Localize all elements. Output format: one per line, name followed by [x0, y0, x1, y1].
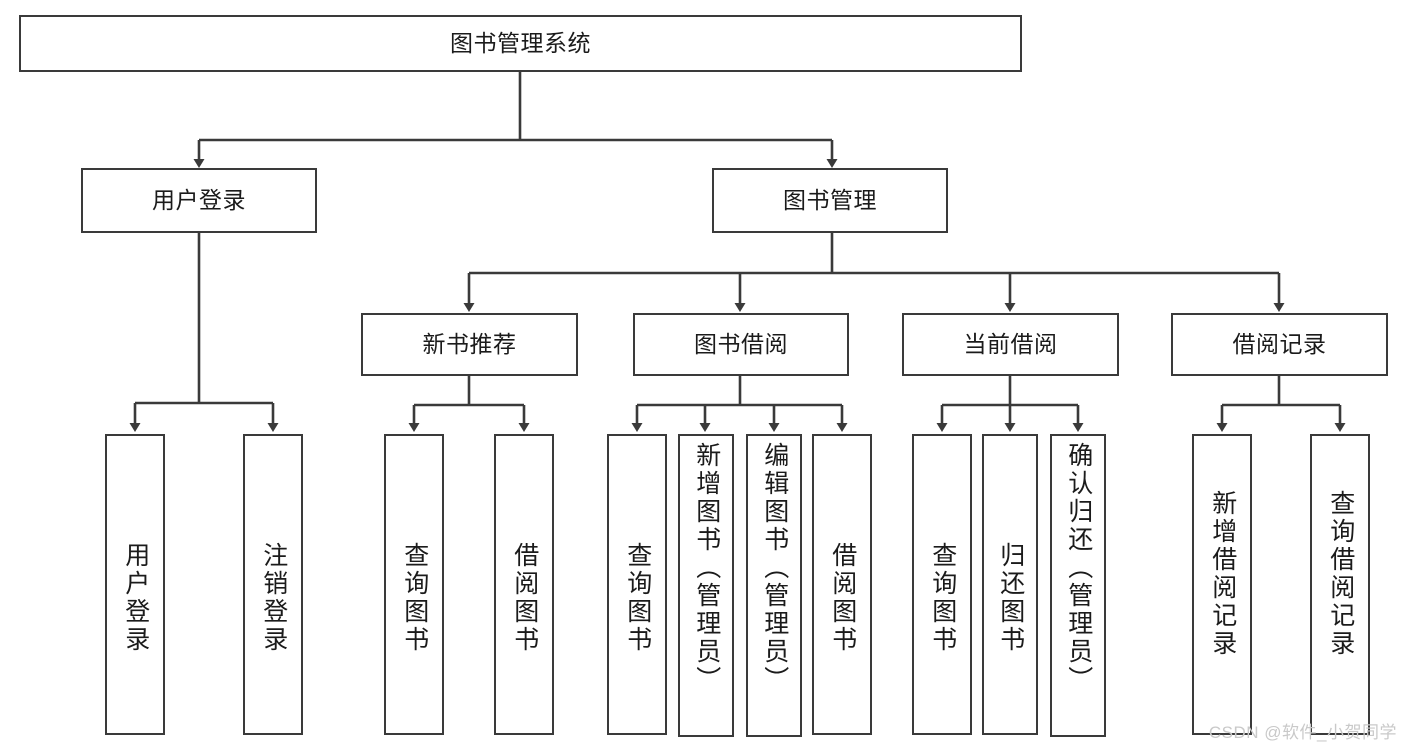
leaf-current-borrow-query[interactable]: 查询图书	[912, 434, 972, 735]
leaf-book-borrow-borrow-label: 借阅图书	[828, 542, 857, 654]
node-root-label: 图书管理系统	[450, 29, 591, 56]
leaf-user-login-logout-label: 注销登录	[259, 542, 288, 654]
leaf-book-borrow-edit-label: 编辑图书（管理员）	[760, 442, 789, 694]
leaf-book-borrow-add[interactable]: 新增图书（管理员）	[678, 434, 734, 737]
leaf-book-borrow-edit[interactable]: 编辑图书（管理员）	[746, 434, 802, 737]
leaf-book-borrow-query[interactable]: 查询图书	[607, 434, 667, 735]
leaf-new-book-query[interactable]: 查询图书	[384, 434, 444, 735]
leaf-borrow-record-query-label: 查询借阅记录	[1326, 490, 1355, 658]
leaf-borrow-record-add[interactable]: 新增借阅记录	[1192, 434, 1252, 735]
leaf-new-book-borrow[interactable]: 借阅图书	[494, 434, 554, 735]
node-borrow-record[interactable]: 借阅记录	[1171, 313, 1388, 376]
node-user-login-label: 用户登录	[152, 186, 246, 213]
leaf-current-borrow-query-label: 查询图书	[928, 542, 957, 654]
node-new-book-recommend[interactable]: 新书推荐	[361, 313, 578, 376]
leaf-new-book-borrow-label: 借阅图书	[510, 542, 539, 654]
leaf-new-book-query-label: 查询图书	[400, 542, 429, 654]
node-current-borrow-label: 当前借阅	[963, 330, 1058, 357]
node-book-borrow[interactable]: 图书借阅	[633, 313, 849, 376]
leaf-book-borrow-query-label: 查询图书	[623, 542, 652, 654]
node-book-management-label: 图书管理	[783, 186, 877, 213]
leaf-current-borrow-confirm-label: 确认归还（管理员）	[1064, 442, 1093, 694]
leaf-book-borrow-borrow[interactable]: 借阅图书	[812, 434, 872, 735]
node-book-management[interactable]: 图书管理	[712, 168, 948, 233]
node-root[interactable]: 图书管理系统	[19, 15, 1022, 72]
node-borrow-record-label: 借阅记录	[1232, 330, 1327, 357]
leaf-borrow-record-query[interactable]: 查询借阅记录	[1310, 434, 1370, 735]
leaf-current-borrow-confirm[interactable]: 确认归还（管理员）	[1050, 434, 1106, 737]
node-book-borrow-label: 图书借阅	[694, 330, 788, 357]
node-user-login[interactable]: 用户登录	[81, 168, 317, 233]
watermark: CSDN @软件_小贺同学	[1208, 723, 1397, 742]
leaf-user-login-login[interactable]: 用户登录	[105, 434, 165, 735]
leaf-current-borrow-return[interactable]: 归还图书	[982, 434, 1038, 735]
node-current-borrow[interactable]: 当前借阅	[902, 313, 1119, 376]
leaf-current-borrow-return-label: 归还图书	[996, 542, 1025, 654]
node-new-book-recommend-label: 新书推荐	[422, 330, 517, 357]
leaf-borrow-record-add-label: 新增借阅记录	[1208, 490, 1237, 658]
leaf-book-borrow-add-label: 新增图书（管理员）	[692, 442, 721, 694]
leaf-user-login-login-label: 用户登录	[121, 542, 150, 654]
leaf-user-login-logout[interactable]: 注销登录	[243, 434, 303, 735]
